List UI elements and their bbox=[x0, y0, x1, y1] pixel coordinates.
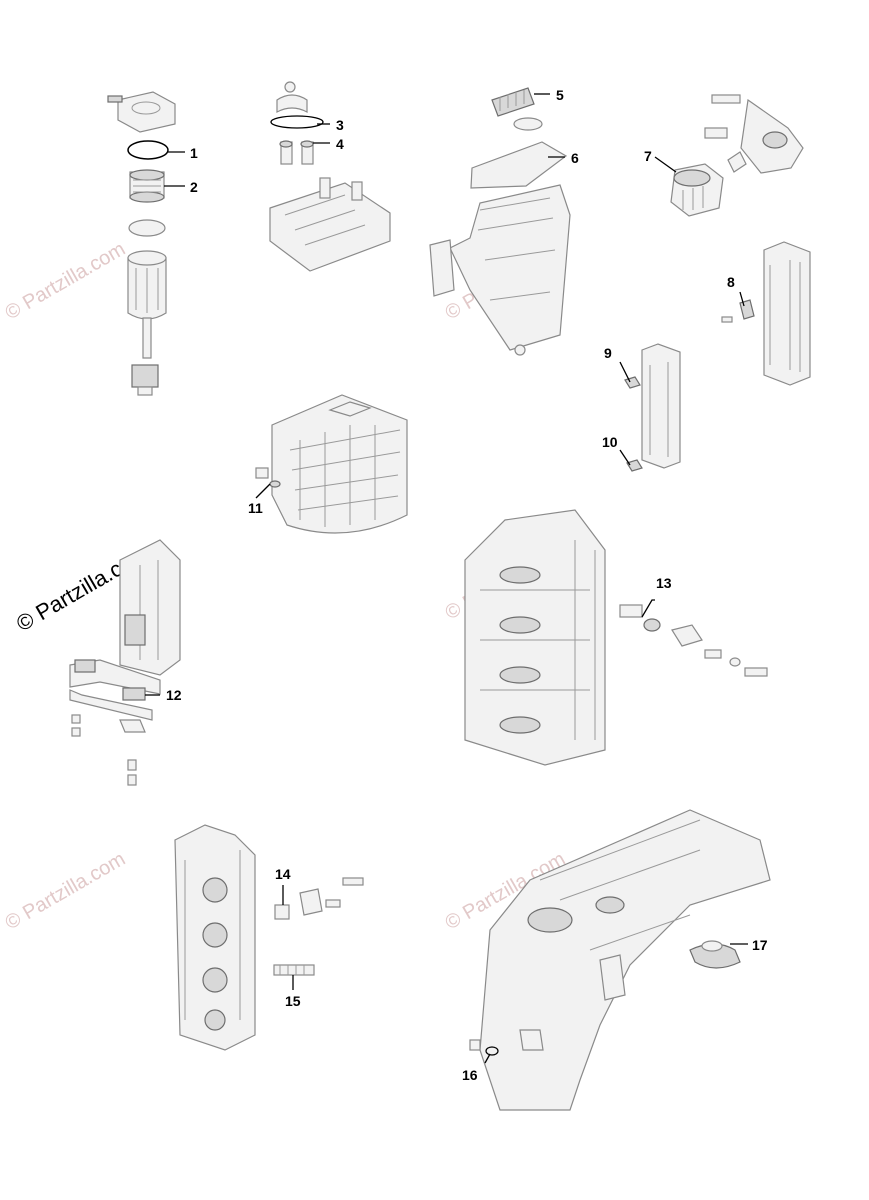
callout-6: 6 bbox=[571, 150, 579, 166]
callout-7: 7 bbox=[644, 148, 652, 164]
callout-14: 14 bbox=[275, 866, 291, 882]
cylinder-block-assembly bbox=[464, 509, 768, 766]
callout-11: 11 bbox=[248, 500, 263, 516]
callout-4: 4 bbox=[336, 136, 344, 152]
callout-3: 3 bbox=[336, 117, 344, 133]
callout-5: 5 bbox=[556, 87, 564, 103]
callout-8: 8 bbox=[727, 274, 735, 290]
callout-10: 10 bbox=[602, 434, 618, 450]
exhaust-cover-8 bbox=[721, 241, 811, 386]
cylinder-head-assembly bbox=[174, 824, 364, 1051]
callout-17: 17 bbox=[752, 937, 768, 953]
callout-2: 2 bbox=[190, 179, 198, 195]
callout-15: 15 bbox=[285, 993, 301, 1009]
callout-16: 16 bbox=[462, 1067, 478, 1083]
callout-labels: 1 2 3 4 5 6 7 8 9 10 11 12 13 14 15 16 1… bbox=[166, 87, 768, 1083]
callout-13: 13 bbox=[656, 575, 672, 591]
oil-pan-assembly bbox=[255, 394, 408, 534]
leader-lines bbox=[145, 93, 748, 1064]
bracket-assembly bbox=[69, 539, 181, 786]
callout-9: 9 bbox=[604, 345, 612, 361]
throttle-body-assembly bbox=[269, 81, 391, 272]
callout-1: 1 bbox=[190, 145, 198, 161]
lower-unit-assembly bbox=[469, 809, 771, 1111]
oil-filter-assembly bbox=[670, 94, 804, 217]
cover-assembly-9-10 bbox=[624, 343, 681, 472]
callout-12: 12 bbox=[166, 687, 182, 703]
fuel-filter-assembly bbox=[107, 91, 176, 396]
watermark: © Partzilla.com bbox=[2, 238, 130, 324]
upper-casing-assembly bbox=[429, 87, 571, 356]
watermark: © Partzilla.com bbox=[2, 848, 130, 934]
